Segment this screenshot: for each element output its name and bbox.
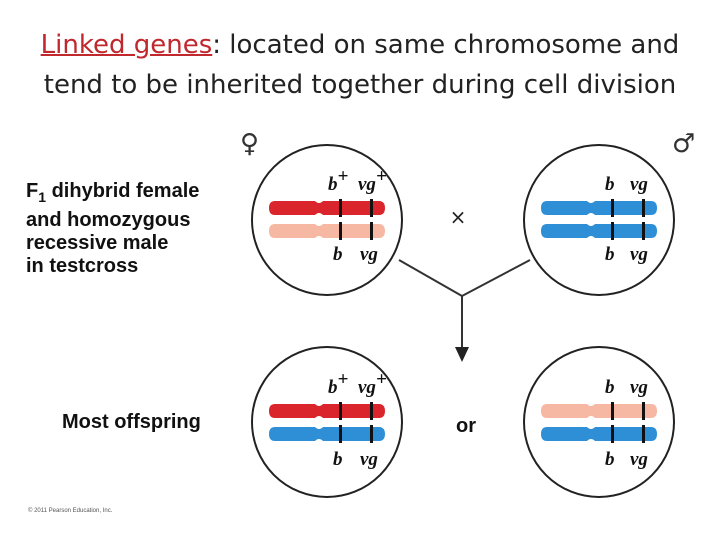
cell-circle [251, 346, 403, 498]
locus-vg-mark [370, 402, 373, 420]
offspring-label: Most offspring [62, 411, 201, 433]
cell-circle [523, 346, 675, 498]
locus-b-mark [339, 222, 342, 240]
locus-b-mark [611, 402, 614, 420]
locus-vg-mark [642, 199, 645, 217]
locus-vg-mark [642, 402, 645, 420]
allele-b-plus: b+ [328, 369, 348, 398]
chromosome-blue [269, 427, 385, 441]
arrow-down-icon [455, 347, 469, 362]
chromosome-red [269, 404, 385, 418]
or-label: or [456, 415, 476, 437]
locus-b-mark [611, 222, 614, 240]
testcross-label-line-1: F1 dihybrid female [26, 180, 200, 205]
locus-b-mark [339, 199, 342, 217]
allele-vg: vg [630, 244, 648, 265]
testcross-label-line-2: and homozygous [26, 209, 191, 231]
locus-b-mark [339, 425, 342, 443]
locus-vg-mark [370, 222, 373, 240]
copyright-notice: © 2011 Pearson Education, Inc. [28, 508, 113, 514]
chromosome-blue [541, 427, 657, 441]
allele-vg: vg [630, 449, 648, 470]
title-rest: : located on same chromosome and [212, 30, 680, 60]
locus-b-mark [611, 425, 614, 443]
testcross-label: F1 dihybrid female and homozygous recess… [26, 180, 199, 278]
testcross-label-line-3: recessive male [26, 232, 169, 254]
allele-b: b [605, 377, 615, 398]
allele-b: b [605, 449, 615, 470]
locus-b-mark [611, 199, 614, 217]
title-line-2: tend to be inherited together during cel… [43, 70, 677, 100]
allele-b: b [605, 174, 615, 195]
testcross-label-line-4: in testcross [26, 255, 139, 277]
chromosome-blue [541, 201, 657, 215]
locus-b-mark [339, 402, 342, 420]
chromosome-blue [541, 224, 657, 238]
cell-circle [523, 144, 675, 296]
locus-vg-mark [370, 199, 373, 217]
female-symbol-icon: ♀ [240, 129, 259, 159]
locus-vg-mark [642, 222, 645, 240]
male-symbol-icon: ♂ [672, 129, 695, 159]
locus-vg-mark [370, 425, 373, 443]
allele-vg-plus: vg+ [358, 369, 387, 398]
cross-symbol: × [450, 205, 467, 229]
locus-vg-mark [642, 425, 645, 443]
allele-vg: vg [630, 174, 648, 195]
allele-vg-plus: vg+ [358, 166, 387, 195]
allele-b-plus: b+ [328, 166, 348, 195]
allele-vg: vg [360, 244, 378, 265]
title-line-1: Linked genes: located on same chromosome… [0, 26, 720, 64]
cell-offspring-1: b+ vg+ b vg [251, 346, 403, 498]
allele-b: b [333, 244, 343, 265]
cell-male: b vg b vg [523, 144, 675, 296]
cell-female: b+ vg+ b vg [251, 144, 403, 296]
cell-offspring-2: b vg b vg [523, 346, 675, 498]
chromosome-pink [269, 224, 385, 238]
allele-vg: vg [360, 449, 378, 470]
linked-genes-term: Linked genes [40, 30, 213, 60]
connector-left [398, 259, 463, 297]
allele-b: b [333, 449, 343, 470]
allele-vg: vg [630, 377, 648, 398]
chromosome-pink [541, 404, 657, 418]
cell-circle [251, 144, 403, 296]
chromosome-red [269, 201, 385, 215]
connector-right [461, 259, 531, 297]
allele-b: b [605, 244, 615, 265]
